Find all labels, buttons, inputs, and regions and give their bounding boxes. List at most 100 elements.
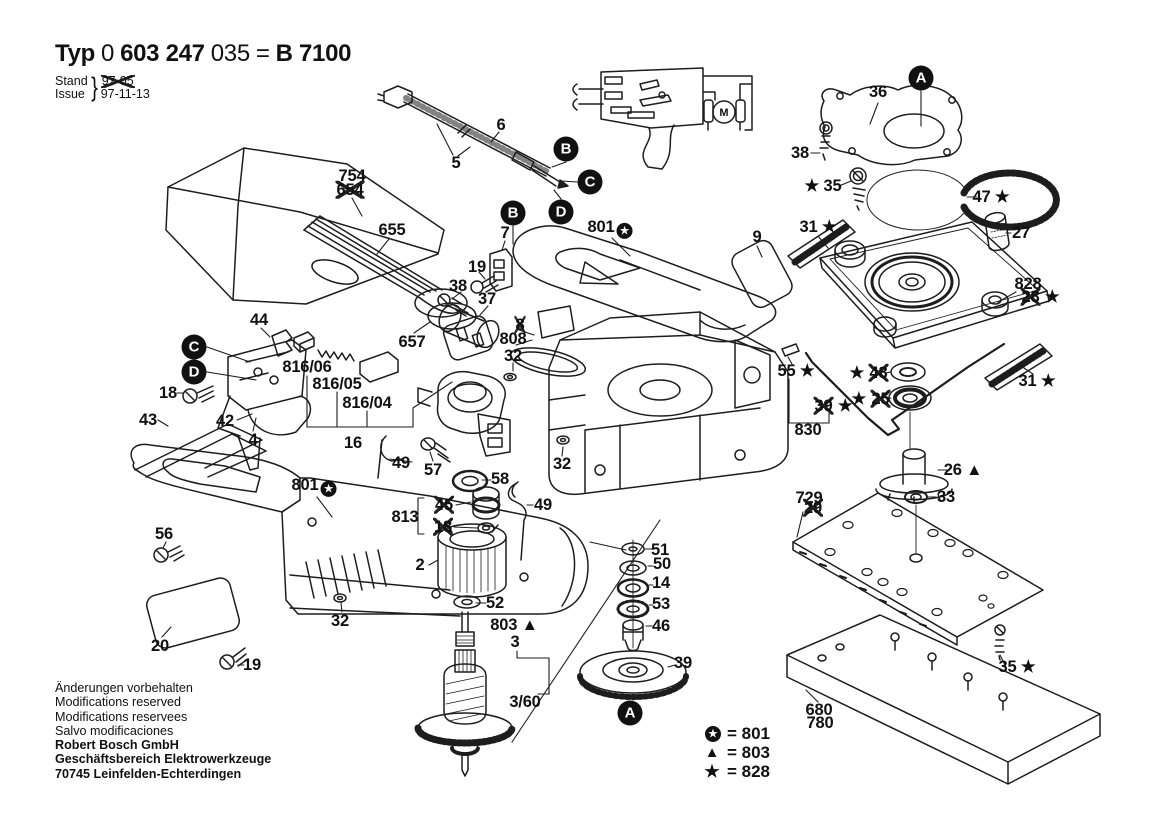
callout-52: 52 <box>486 593 504 612</box>
callout-37: 37 <box>478 289 496 308</box>
callout-4: 4 <box>248 430 258 449</box>
legend-value: = 828 <box>727 761 771 781</box>
callout-58: 58 <box>491 469 509 488</box>
callout-780: 780 <box>806 713 834 732</box>
section-disc-B: B <box>553 136 579 162</box>
legend-value: = 801 <box>727 723 771 743</box>
wire-830-drawing <box>804 342 1006 437</box>
callout-3-60: 3/60 <box>509 692 541 711</box>
issue-date: 97-11-13 <box>100 86 150 101</box>
callout-801: 801★ <box>588 219 633 240</box>
brush-set-816-drawing <box>293 331 399 383</box>
section-disc-C: C <box>577 169 603 195</box>
legend-row-828: ★ = 828 <box>701 762 770 781</box>
sticker-20-drawing <box>145 577 241 649</box>
sleeve-27-drawing <box>984 211 1010 252</box>
callout-816-06: 816/06 <box>282 357 332 376</box>
callout-47: 47 ★ <box>972 187 1010 206</box>
footer-line: Änderungen vorbehalten <box>55 681 193 695</box>
bottom-plate-680-drawing <box>786 614 1101 785</box>
symbol-legend: ★= 801▲= 803★= 828 <box>701 724 770 781</box>
callout-38: 38 <box>449 276 467 295</box>
wire-49-right-drawing <box>507 481 527 561</box>
callout-39: 39 <box>674 653 692 672</box>
plate-37-drawing <box>442 315 494 361</box>
washer-48-drawing <box>890 362 926 382</box>
legend-row-801: ★= 801 <box>701 724 770 743</box>
callout-46: 46 <box>652 616 670 635</box>
callout-53: 53 <box>652 594 670 613</box>
old-issue-date: 97-05 <box>101 73 134 88</box>
callout-42: 42 <box>216 411 234 430</box>
callout-2: 2 <box>415 555 425 574</box>
screw-56-drawing <box>153 545 185 563</box>
triangle-icon: ▲ <box>704 744 720 761</box>
screw-19-top-drawing <box>470 275 499 294</box>
section-disc-C: C <box>181 334 207 360</box>
power-cord-drawing <box>377 85 569 189</box>
base-plate-drawing <box>819 221 1050 349</box>
ring-32-left-drawing <box>333 593 347 603</box>
switch-bracket-4-drawing <box>217 339 312 471</box>
top-cover-801-drawing <box>512 225 777 343</box>
type-number-suffix: 035 <box>210 40 250 67</box>
frame-655-drawing <box>303 215 477 330</box>
callout-654: 654 <box>336 180 364 199</box>
screw-35-bottom-drawing <box>994 624 1006 661</box>
callout-801: 801★ <box>292 477 337 498</box>
bearing-58-drawing <box>451 469 489 493</box>
type-number-bold: 603 247 <box>120 40 205 67</box>
ring-47-drawing <box>866 169 1060 231</box>
callout-25: ★ 25 <box>851 389 890 408</box>
callout-27: 27 <box>1012 223 1030 242</box>
callout-16: 16 <box>344 433 362 452</box>
callout-18: 18 <box>434 517 452 536</box>
callout-48: ★ 48 <box>849 363 888 382</box>
type-number-prefix: 0 <box>101 40 115 67</box>
damper-813-drawing <box>471 486 501 534</box>
callout-813: 813 <box>391 507 419 526</box>
bearing-25-drawing <box>888 385 932 411</box>
star-icon: ★ <box>704 761 720 781</box>
callout-8: 8 <box>515 315 525 334</box>
callout-28: 28 ★ <box>1021 287 1060 306</box>
screw-18-drawing <box>182 385 215 404</box>
ring-32-mid-drawing <box>556 435 570 445</box>
screw-38-mid-drawing <box>437 293 469 317</box>
seal-strip-31-top-drawing <box>787 219 856 269</box>
gear-column-drawing <box>577 539 689 700</box>
sticker-808-drawing <box>537 305 575 339</box>
callout-51: 51 <box>651 540 669 559</box>
issue-label: Issue <box>55 86 85 101</box>
callout-19: 19 <box>243 655 261 674</box>
handle-housing-drawing <box>130 443 589 617</box>
callout-32: 32 <box>331 611 349 630</box>
pin-55-drawing <box>781 343 800 357</box>
screw-35-top-drawing <box>849 167 867 211</box>
callout-18: 18 <box>159 383 177 402</box>
callout-3: 3 <box>510 632 520 651</box>
callout-657: 657 <box>398 332 426 351</box>
screw-38-topright-drawing <box>819 121 833 161</box>
wire-49-left-drawing <box>377 435 403 479</box>
sanding-plate-729-drawing <box>792 492 1044 646</box>
callout-816-05: 816/05 <box>312 374 362 393</box>
callout-57: 57 <box>424 460 442 479</box>
callout-816-04: 816/04 <box>342 393 392 412</box>
section-disc-D: D <box>548 199 574 225</box>
callout-20: 20 <box>151 636 169 655</box>
star-circle-icon: ★ <box>701 725 723 742</box>
callout-808: 808 <box>499 329 527 348</box>
callout-29: 29 <box>804 498 822 517</box>
division-name: Geschäftsbereich Elektrowerkzeuge <box>55 752 272 767</box>
clip-44-drawing <box>271 329 293 357</box>
section-disc-A: A <box>908 65 934 91</box>
main-housing-drawing <box>548 311 789 496</box>
leader-lines <box>157 90 1034 743</box>
callout-31: 31 ★ <box>1018 371 1056 390</box>
footer-line: Modifications reserved <box>55 695 181 710</box>
callout-45: 45 <box>435 495 453 514</box>
wiring-schematic-drawing: M <box>572 67 753 170</box>
sticker-9-drawing <box>731 239 793 309</box>
